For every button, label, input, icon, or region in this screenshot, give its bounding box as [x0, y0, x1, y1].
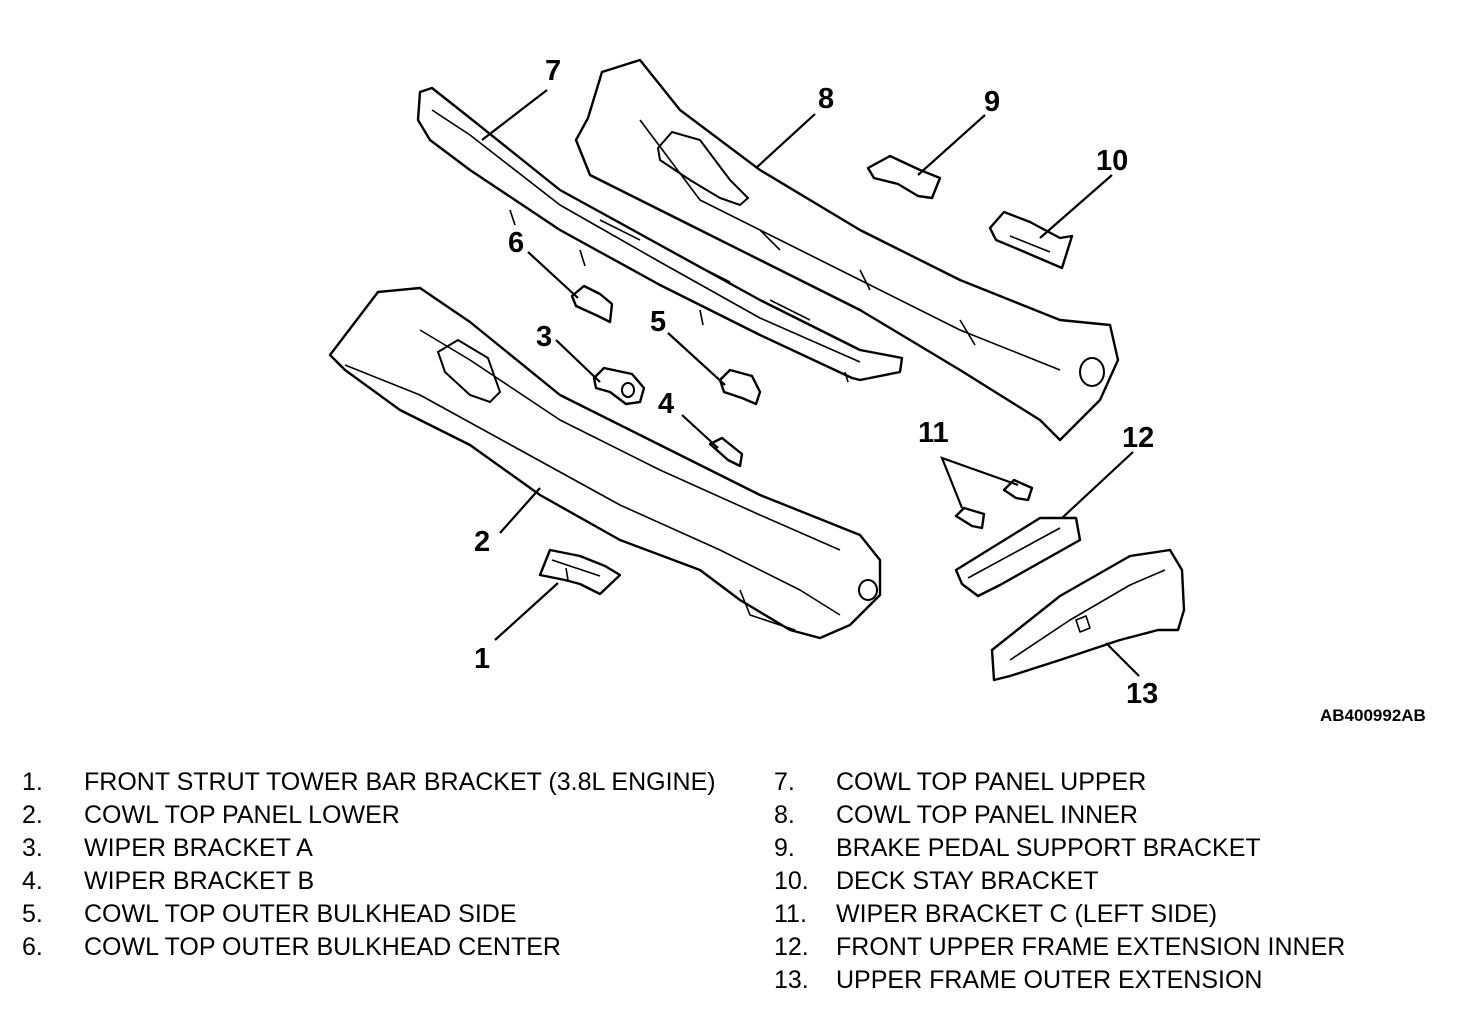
callout-12: 12: [1122, 422, 1154, 454]
figure-id: AB400992AB: [1320, 706, 1426, 725]
legend-item-2: 2.COWL TOP PANEL LOWER: [22, 801, 400, 829]
callout-2: 2: [474, 526, 490, 558]
callout-8: 8: [818, 83, 834, 115]
callout-5: 5: [650, 306, 666, 338]
legend-right: 7.COWL TOP PANEL UPPER 8.COWL TOP PANEL …: [774, 766, 1454, 997]
legend-item-10: 10.DECK STAY BRACKET: [774, 867, 1099, 895]
callout-1: 1: [474, 643, 490, 675]
legend-item-6: 6.COWL TOP OUTER BULKHEAD CENTER: [22, 933, 561, 961]
callout-numbers: 7 8 9 10 6 3 5 4 11 12 2 1 13: [474, 55, 1158, 710]
part-cowl-top-panel-inner: [574, 58, 1120, 442]
part-cowl-top-outer-bulkhead-center: [570, 284, 614, 324]
part-cowl-top-panel-lower: [328, 286, 882, 640]
part-front-strut-tower-bar-bracket: [538, 548, 622, 596]
callout-7: 7: [545, 55, 561, 87]
part-brake-pedal-support-bracket: [866, 154, 942, 200]
callout-6: 6: [508, 227, 524, 259]
callout-10: 10: [1096, 145, 1128, 177]
part-wiper-bracket-b: [708, 436, 744, 468]
legend-item-13: 13.UPPER FRAME OUTER EXTENSION: [774, 966, 1263, 994]
legend-left: 1.FRONT STRUT TOWER BAR BRACKET (3.8L EN…: [22, 766, 722, 964]
legend-item-11: 11.WIPER BRACKET C (LEFT SIDE): [774, 900, 1218, 928]
legend-item-7: 7.COWL TOP PANEL UPPER: [774, 768, 1147, 796]
legend-item-1: 1.FRONT STRUT TOWER BAR BRACKET (3.8L EN…: [22, 768, 716, 796]
exploded-parts-diagram: 7 8 9 10 6 3 5 4 11 12 2 1 13: [328, 55, 1186, 710]
part-deck-stay-bracket: [988, 210, 1074, 270]
callout-4: 4: [658, 388, 674, 420]
leader-lines: [481, 89, 1140, 677]
legend-item-9: 9.BRAKE PEDAL SUPPORT BRACKET: [774, 834, 1261, 862]
callout-9: 9: [984, 86, 1000, 118]
part-wiper-bracket-c: [954, 478, 1034, 530]
part-front-upper-frame-extension-inner: [954, 516, 1082, 598]
callout-11: 11: [918, 417, 949, 449]
part-wiper-bracket-a: [592, 366, 646, 406]
part-upper-frame-outer-extension: [990, 548, 1186, 682]
legend-item-5: 5.COWL TOP OUTER BULKHEAD SIDE: [22, 900, 517, 928]
part-cowl-top-panel-upper: [416, 86, 904, 383]
callout-13: 13: [1126, 678, 1158, 710]
legend-item-4: 4.WIPER BRACKET B: [22, 867, 315, 895]
legend-item-12: 12.FRONT UPPER FRAME EXTENSION INNER: [774, 933, 1346, 961]
legend-item-3: 3.WIPER BRACKET A: [22, 834, 313, 862]
part-cowl-top-outer-bulkhead-side: [718, 368, 762, 406]
callout-3: 3: [536, 321, 552, 353]
legend-item-8: 8.COWL TOP PANEL INNER: [774, 801, 1138, 829]
